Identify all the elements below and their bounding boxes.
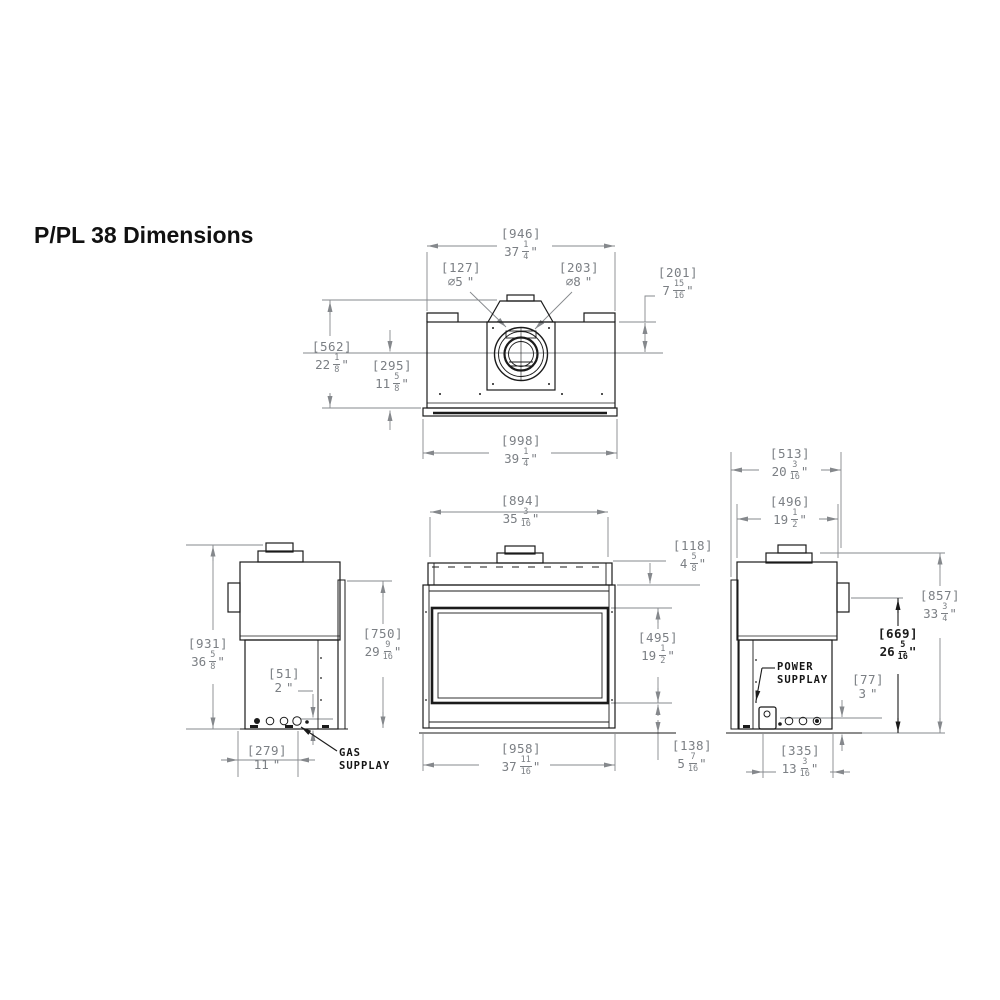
dim-201-mm: [201] <box>657 265 699 280</box>
dim-496-mm: [496] <box>769 494 811 509</box>
right-side-view-drawing <box>726 544 862 734</box>
dim-203-inch: ∅8" <box>565 274 593 290</box>
dim-203-mm: [203] <box>558 260 600 275</box>
dim-127-inch: ∅5" <box>447 274 475 290</box>
dim-295-mm: [295] <box>371 358 413 373</box>
dim-998-mm: [998] <box>500 433 542 448</box>
dim-958-mm: [958] <box>500 741 542 756</box>
dim-138-mm: [138] <box>671 738 713 753</box>
dim-669-mm: [669] <box>877 626 919 641</box>
dim-118-mm: [118] <box>672 538 714 553</box>
dim-931-mm: [931] <box>187 636 229 651</box>
dim-51-mm: [51] <box>267 666 301 681</box>
top-view-drawing <box>422 294 618 417</box>
power-supply-label: POWER SUPPLAY <box>777 661 828 687</box>
dim-279-mm: [279] <box>246 743 288 758</box>
dim-857-mm: [857] <box>919 588 961 603</box>
dim-513-mm: [513] <box>769 446 811 461</box>
dim-279: [279] 11" <box>241 744 293 771</box>
page-title: P/PL 38 Dimensions <box>34 222 254 248</box>
dim-750-mm: [750] <box>362 626 404 641</box>
dim-127-mm: [127] <box>440 260 482 275</box>
dim-77: [77] 3" <box>848 673 888 700</box>
dim-335-mm: [335] <box>779 743 821 758</box>
dim-77-mm: [77] <box>851 672 885 687</box>
gas-supply-line1: GAS <box>339 747 361 759</box>
dim-562-mm: [562] <box>311 339 353 354</box>
gas-supply-line2: SUPPLAY <box>339 760 391 773</box>
dim-894-mm: [894] <box>500 493 542 508</box>
gas-supply-label: GAS SUPPLAY <box>339 747 390 773</box>
dim-77-inch: 3" <box>858 686 878 702</box>
dim-946-mm: [946] <box>500 226 542 241</box>
dim-203: [203] ∅8" <box>551 261 607 288</box>
dim-279-inch: 11" <box>253 757 281 773</box>
power-supply-line2: SUPPLAY <box>777 674 829 687</box>
dim-127: [127] ∅5" <box>433 261 489 288</box>
black-callout-leaders <box>300 598 901 752</box>
front-view-drawing <box>419 545 676 734</box>
dimension-linework <box>186 243 945 778</box>
dim-495-mm: [495] <box>637 630 679 645</box>
power-supply-line1: POWER <box>777 661 814 673</box>
dim-51-inch: 2" <box>274 680 294 696</box>
left-side-view-drawing <box>227 542 348 730</box>
dim-51: [51] 2" <box>266 667 302 694</box>
